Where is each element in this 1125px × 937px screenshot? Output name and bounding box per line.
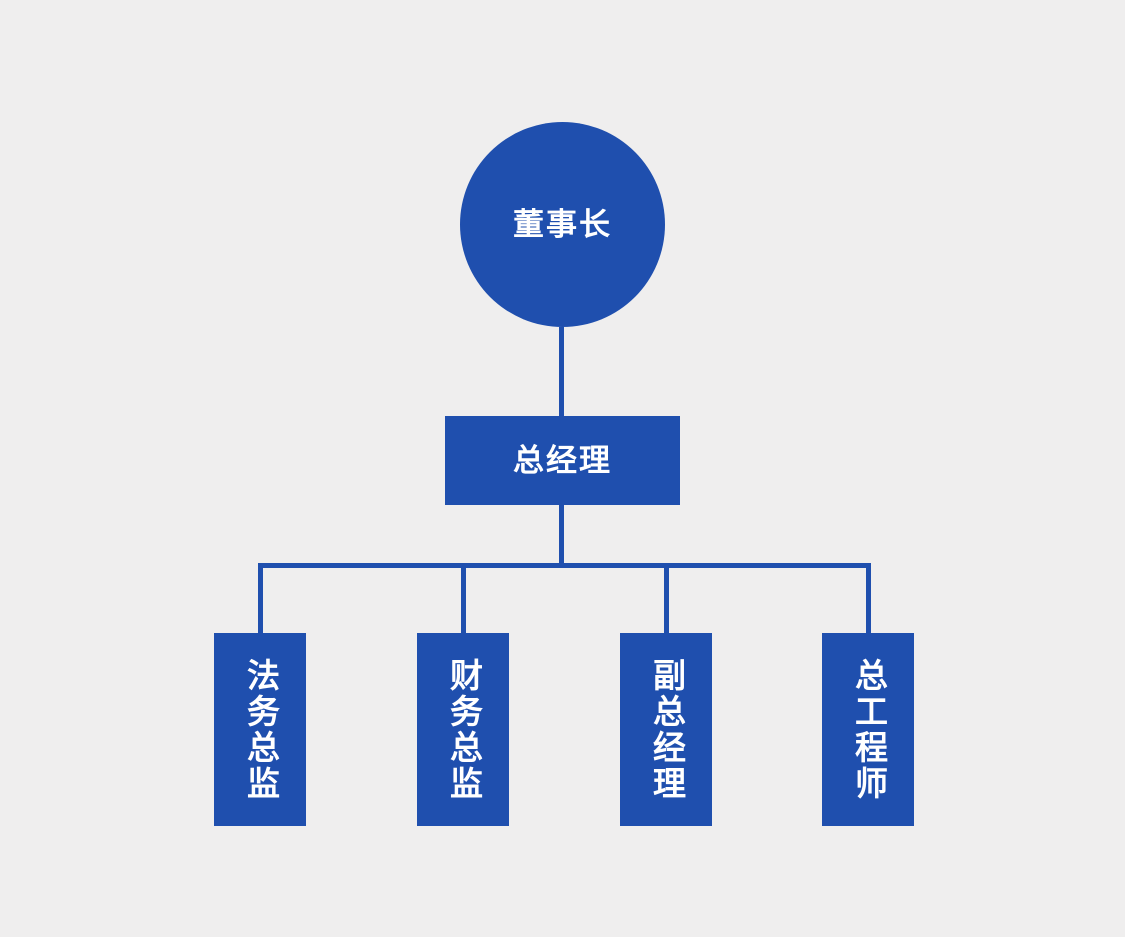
- node-deputy-general-manager[interactable]: 副总经理: [620, 633, 712, 826]
- node-chief-engineer-label: 总工程师: [850, 657, 888, 802]
- node-deputy-general-manager-label: 副总经理: [648, 657, 686, 802]
- node-legal-director-label: 法务总监: [242, 657, 280, 802]
- connector-drop-chief-engineer: [866, 563, 871, 633]
- node-general-manager-label: 总经理: [513, 443, 612, 478]
- node-chairman[interactable]: 董事长: [460, 122, 665, 327]
- node-general-manager[interactable]: 总经理: [445, 416, 680, 505]
- connector-drop-legal-director: [258, 563, 263, 633]
- node-finance-director-label: 财务总监: [445, 657, 483, 802]
- node-legal-director[interactable]: 法务总监: [214, 633, 306, 826]
- node-chairman-label: 董事长: [513, 207, 612, 242]
- connector-general-manager-stem: [559, 505, 564, 567]
- node-finance-director[interactable]: 财务总监: [417, 633, 509, 826]
- connector-horizontal-bus: [258, 563, 871, 568]
- connector-drop-deputy-general-manager: [664, 563, 669, 633]
- connector-drop-finance-director: [461, 563, 466, 633]
- connector-chairman-to-general-manager: [559, 327, 564, 416]
- node-chief-engineer[interactable]: 总工程师: [822, 633, 914, 826]
